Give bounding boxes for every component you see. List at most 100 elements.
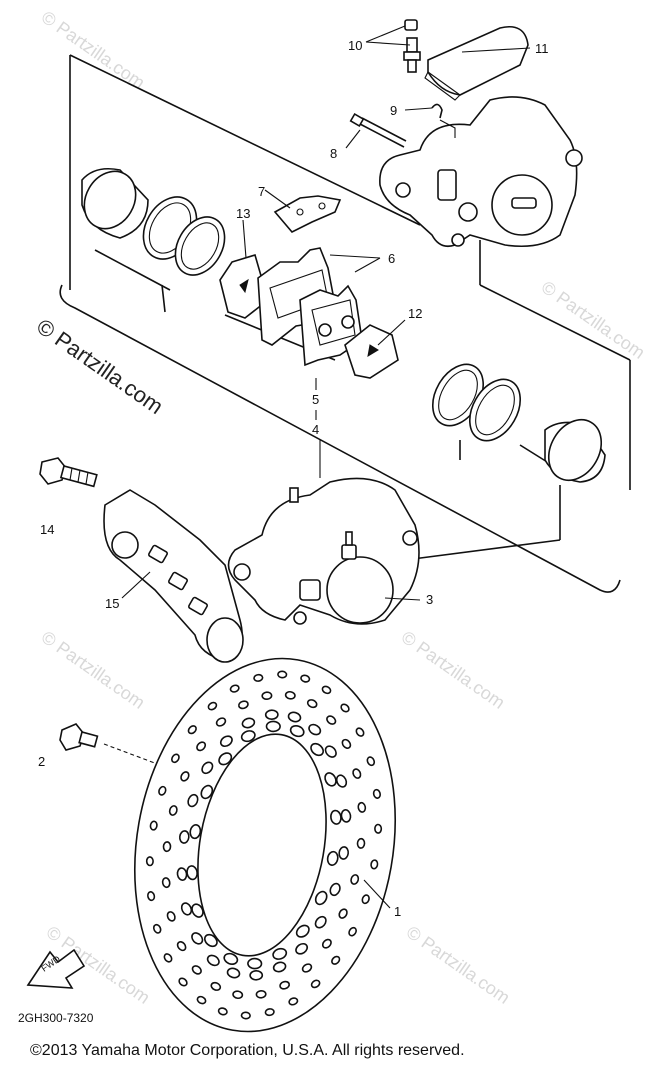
disc-hole — [196, 995, 207, 1005]
disc-hole — [361, 894, 370, 905]
disc-hole — [145, 856, 154, 867]
disc-hole — [207, 701, 218, 711]
callout-1: 1 — [394, 904, 401, 919]
disc-hole — [163, 953, 173, 963]
pad-shim-13 — [219, 253, 269, 319]
caliper-bracket-15 — [103, 489, 244, 663]
disc-hole — [176, 941, 187, 952]
disc-hole — [226, 967, 241, 979]
disc-hole — [178, 830, 190, 844]
disc-hole — [341, 738, 352, 749]
disc-vent-holes — [145, 670, 383, 1020]
disc-hole — [356, 837, 366, 849]
disc-hole — [272, 961, 287, 973]
disc-hole — [200, 784, 214, 800]
disc-hole — [264, 709, 279, 721]
disc-hole — [238, 700, 249, 710]
disc-hole — [178, 977, 188, 987]
brake-disc-1 — [133, 657, 397, 1033]
disc-hole — [161, 877, 171, 889]
disc-hole — [350, 874, 360, 885]
disc-hole — [186, 865, 198, 881]
disc-hole — [201, 761, 214, 775]
disc-hole — [295, 924, 310, 938]
disc-hole — [308, 723, 322, 736]
watermark-2: © Partzilla.com — [538, 277, 649, 363]
callout-8: 8 — [330, 146, 337, 161]
disc-hole — [187, 725, 197, 735]
clip-9 — [431, 103, 443, 119]
disc-hole — [331, 955, 341, 965]
disc-hole — [314, 915, 327, 929]
disc-hole — [180, 771, 190, 782]
disc-hole — [357, 801, 367, 813]
disc-hole — [240, 730, 256, 743]
disc-hole — [191, 932, 204, 945]
callout-12: 12 — [408, 306, 422, 321]
callout-2: 2 — [38, 754, 45, 769]
callout-11: 11 — [535, 41, 549, 56]
disc-hole — [289, 725, 305, 738]
diagram-code: 2GH300-7320 — [18, 1011, 94, 1025]
disc-hole — [232, 990, 244, 1000]
disc-hole — [338, 908, 348, 919]
callout-5: 5 — [312, 392, 319, 407]
disc-hole — [340, 703, 350, 713]
disc-hole — [370, 859, 379, 870]
disc-hole — [279, 980, 290, 990]
seal-lower-inner — [468, 378, 522, 442]
disc-hole — [180, 902, 193, 916]
watermark-4: © Partzilla.com — [398, 627, 509, 713]
pad-pin-8 — [349, 112, 407, 148]
disc-hole — [147, 891, 156, 902]
forward-arrow-icon: FWD — [26, 948, 86, 989]
callouts: 10 11 9 8 7 13 6 12 5 4 14 15 3 2 1 — [38, 38, 549, 919]
disc-hole — [310, 742, 324, 757]
disc-hole — [324, 745, 337, 758]
disc-hole — [215, 717, 227, 727]
disc-hole — [277, 670, 288, 679]
disc-hole — [168, 805, 178, 816]
disc-hole — [264, 1008, 275, 1017]
disc-hole — [329, 882, 341, 897]
disc-hole — [335, 774, 348, 788]
callout-4: 4 — [312, 422, 319, 437]
disc-hole — [253, 673, 264, 682]
pad-spring-7 — [273, 195, 342, 233]
disc-hole — [218, 752, 233, 766]
disc-hole — [219, 735, 233, 748]
disc-hole — [204, 933, 218, 948]
watermark-6: © Partzilla.com — [403, 922, 514, 1008]
disc-hole — [272, 947, 288, 960]
disc-hole — [265, 720, 281, 733]
disc-hole — [330, 809, 342, 825]
disc-hole — [171, 753, 180, 764]
leader-lines — [121, 25, 531, 909]
disc-hole — [366, 756, 376, 767]
disc-hole — [255, 989, 267, 999]
disc-hole — [217, 1007, 228, 1016]
disc-hole — [310, 979, 321, 989]
bolt-14 — [39, 457, 98, 488]
disc-hole — [306, 699, 318, 709]
disc-hole — [189, 824, 202, 840]
disc-hole — [241, 717, 256, 729]
disc-hole — [261, 691, 273, 701]
disc-hole — [196, 741, 207, 752]
disc-hole — [229, 684, 240, 693]
cap-cover-11 — [424, 26, 529, 101]
watermark-1: © Partzilla.com — [38, 7, 149, 93]
disc-hole — [338, 846, 350, 860]
disc-hole — [191, 965, 202, 975]
disc-hole — [187, 793, 199, 808]
seal-upper-inner — [174, 216, 226, 276]
disc-hole — [355, 727, 365, 737]
watermark-main: © Partzilla.com — [32, 314, 168, 420]
disc-hole — [152, 923, 162, 934]
callout-3: 3 — [426, 592, 433, 607]
callout-10: 10 — [348, 38, 362, 53]
watermark-3: © Partzilla.com — [38, 627, 149, 713]
disc-hole — [162, 841, 172, 853]
disc-hole — [321, 938, 332, 949]
disc-hole — [352, 768, 362, 779]
